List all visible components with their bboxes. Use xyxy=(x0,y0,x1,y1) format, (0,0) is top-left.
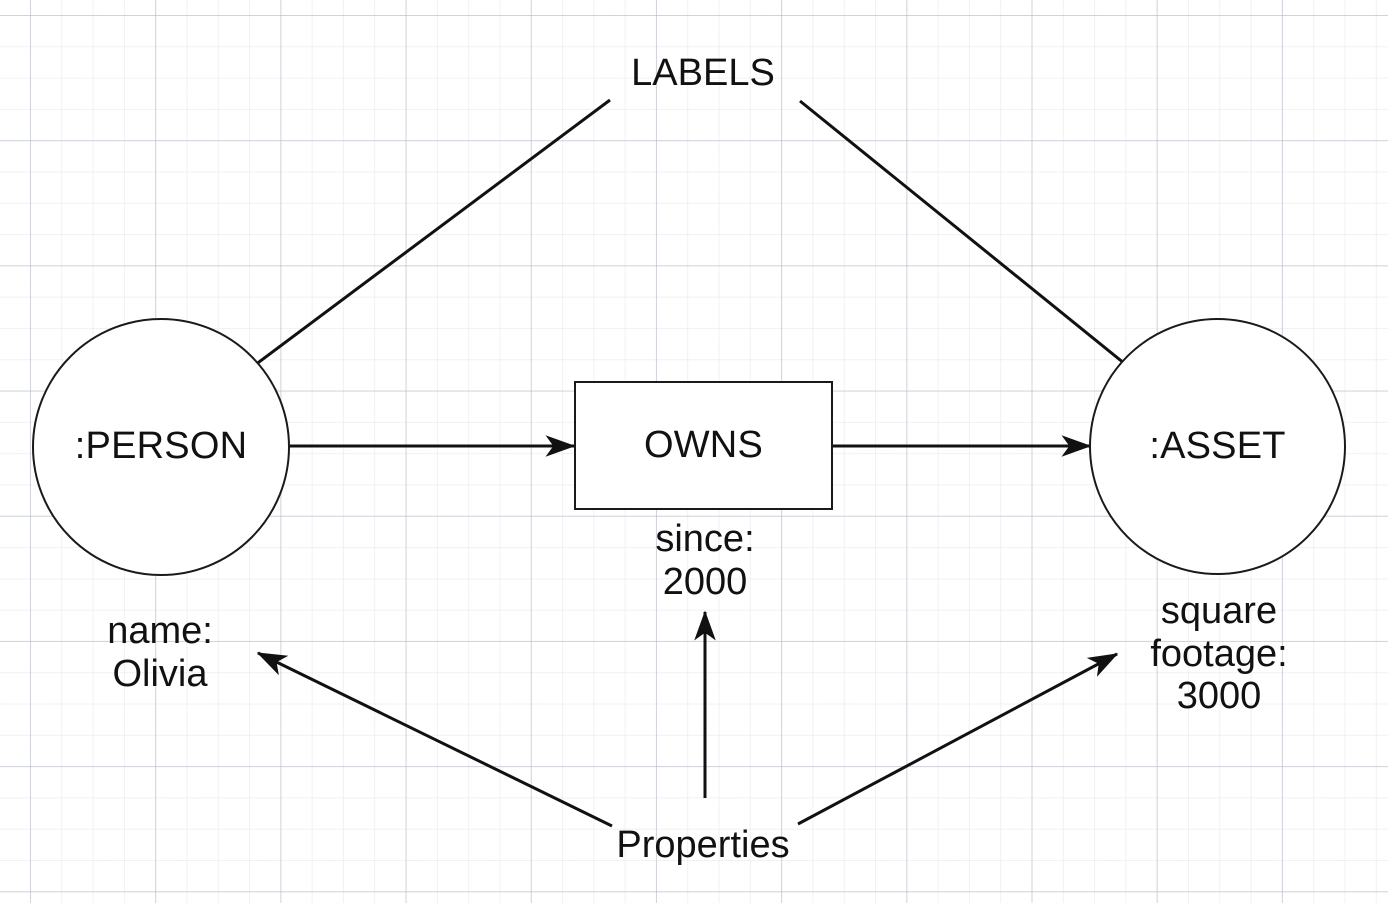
node-person-label: :PERSON xyxy=(74,425,248,468)
person-property-text: name: Olivia xyxy=(107,610,213,695)
node-person[interactable]: :PERSON xyxy=(32,318,290,576)
asset-property-text: square footage: 3000 xyxy=(1150,590,1288,718)
node-owns[interactable]: OWNS xyxy=(574,381,833,510)
callout-properties-to-asset-prop xyxy=(797,652,1119,826)
properties-callout-text: Properties xyxy=(616,824,790,866)
callout-properties-to-person-prop xyxy=(256,651,613,828)
node-owns-label: OWNS xyxy=(643,423,763,466)
relationship-property-text: since: 2000 xyxy=(655,518,755,603)
callout-labels-to-asset xyxy=(799,99,1184,412)
labels-callout-text: LABELS xyxy=(631,52,775,94)
node-asset[interactable]: :ASSET xyxy=(1089,318,1346,575)
node-asset-label: :ASSET xyxy=(1149,424,1286,467)
callout-labels-to-person xyxy=(194,98,611,411)
